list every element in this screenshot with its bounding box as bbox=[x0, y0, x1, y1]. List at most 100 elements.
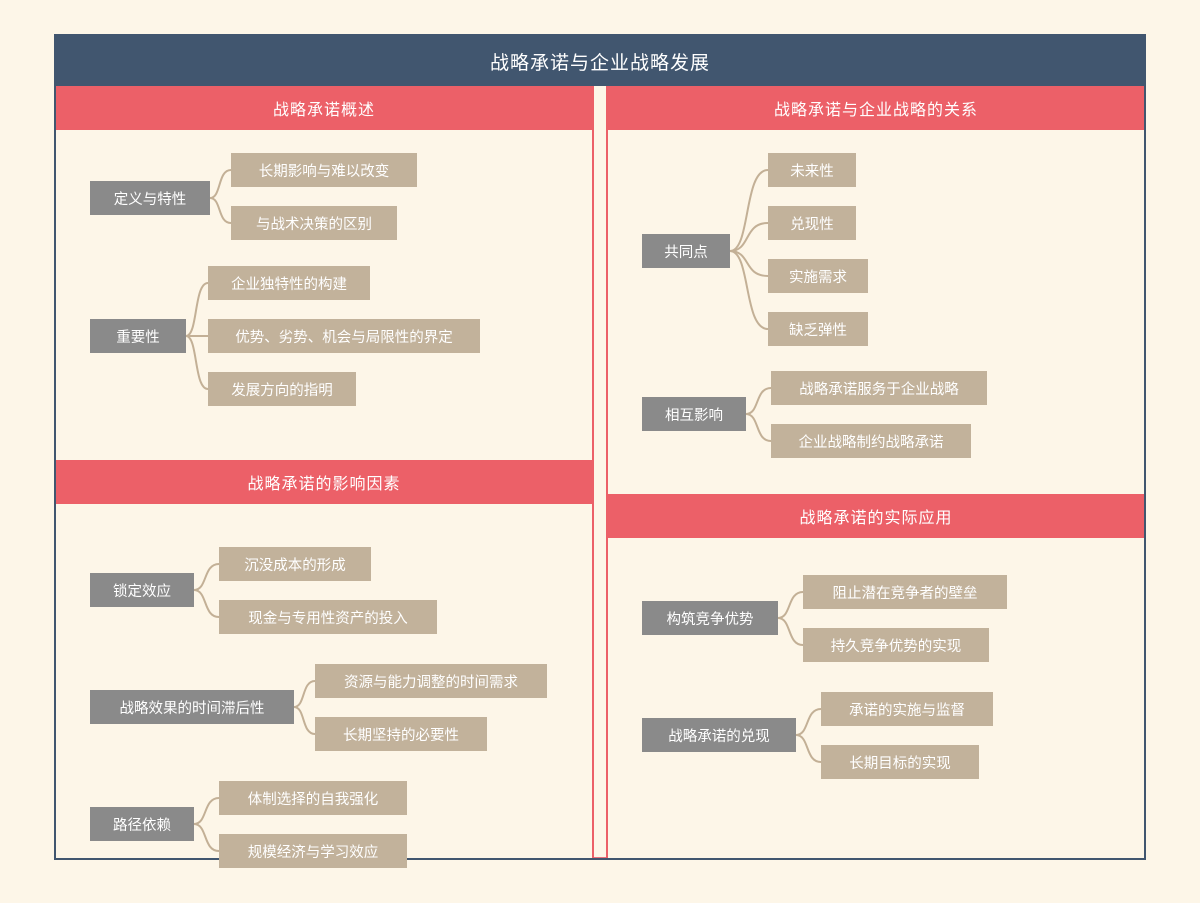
parent-node-label: 路径依赖 bbox=[113, 817, 171, 834]
leaf-node[interactable]: 战略承诺服务于企业战略 bbox=[771, 371, 987, 405]
connector-line bbox=[729, 250, 769, 277]
leaf-node[interactable]: 资源与能力调整的时间需求 bbox=[315, 664, 547, 698]
leaf-node-label: 企业战略制约战略承诺 bbox=[798, 434, 944, 451]
section-application: 战略承诺的实际应用构筑竞争优势 阻止潜在竞争者的壁垒持久竞争优势的实现战略承诺的兑… bbox=[608, 494, 1144, 858]
connector-line bbox=[745, 387, 772, 415]
section-header-application: 战略承诺的实际应用 bbox=[608, 494, 1144, 538]
connector-line bbox=[729, 222, 769, 252]
parent-node[interactable]: 路径依赖 bbox=[90, 807, 194, 841]
leaf-node-label: 规模经济与学习效应 bbox=[247, 844, 379, 861]
leaf-node[interactable]: 体制选择的自我强化 bbox=[219, 781, 407, 815]
parent-node[interactable]: 战略承诺的兑现 bbox=[642, 718, 796, 752]
leaf-node[interactable]: 兑现性 bbox=[768, 206, 856, 240]
leaf-node[interactable]: 长期目标的实现 bbox=[821, 745, 979, 779]
leaf-node-label: 缺乏弹性 bbox=[789, 322, 847, 339]
leaf-node[interactable]: 规模经济与学习效应 bbox=[219, 834, 407, 868]
section-header-factors: 战略承诺的影响因素 bbox=[56, 460, 592, 504]
leaf-node-label: 企业独特性的构建 bbox=[231, 276, 347, 293]
connector-line bbox=[777, 591, 804, 619]
leaf-node-label: 资源与能力调整的时间需求 bbox=[344, 674, 518, 691]
leaf-node-label: 沉没成本的形成 bbox=[244, 557, 346, 574]
leaf-node-label: 兑现性 bbox=[790, 216, 834, 233]
parent-node-label: 战略效果的时间滞后性 bbox=[119, 700, 265, 717]
section-header-label: 战略承诺概述 bbox=[272, 102, 375, 119]
leaf-node-label: 优势、劣势、机会与局限性的界定 bbox=[235, 329, 453, 346]
parent-node-label: 定义与特性 bbox=[113, 191, 187, 208]
leaf-node-label: 与战术决策的区别 bbox=[256, 216, 372, 233]
leaf-node[interactable]: 企业战略制约战略承诺 bbox=[771, 424, 971, 458]
parent-node-label: 战略承诺的兑现 bbox=[668, 728, 770, 745]
section-body-factors: 锁定效应 沉没成本的形成现金与专用性资产的投入战略效果的时间滞后性 资源与能力调整的… bbox=[56, 504, 592, 868]
section-header-label: 战略承诺的影响因素 bbox=[247, 476, 401, 493]
section-body-application: 构筑竞争优势 阻止潜在竞争者的壁垒持久竞争优势的实现战略承诺的兑现 承诺的实施与监督… bbox=[608, 538, 1144, 858]
connector-line bbox=[729, 250, 769, 330]
leaf-node-label: 战略承诺服务于企业战略 bbox=[799, 381, 959, 398]
parent-node-label: 相互影响 bbox=[665, 407, 723, 424]
leaf-node[interactable]: 沉没成本的形成 bbox=[219, 547, 371, 581]
column-left: 战略承诺概述定义与特性 长期影响与难以改变与战术决策的区别重要性 企业独特性的构建优… bbox=[56, 86, 594, 868]
leaf-node[interactable]: 现金与专用性资产的投入 bbox=[219, 600, 437, 634]
connector-line bbox=[745, 413, 772, 442]
parent-node[interactable]: 共同点 bbox=[642, 234, 730, 268]
connector-line bbox=[193, 797, 220, 825]
parent-node-label: 重要性 bbox=[116, 329, 160, 346]
leaf-node-label: 长期影响与难以改变 bbox=[258, 163, 390, 180]
leaf-node-label: 发展方向的指明 bbox=[231, 382, 333, 399]
leaf-node-label: 未来性 bbox=[790, 163, 834, 180]
connector-line bbox=[193, 823, 220, 852]
connector-line bbox=[193, 563, 220, 591]
section-relationship: 战略承诺与企业战略的关系共同点 未来性兑现性实施需求缺乏弹性相互影响 战略承诺服务于… bbox=[608, 86, 1144, 494]
leaf-node-label: 长期坚持的必要性 bbox=[343, 727, 459, 744]
parent-node[interactable]: 定义与特性 bbox=[90, 181, 210, 215]
section-header-overview: 战略承诺概述 bbox=[56, 86, 592, 130]
connector-line bbox=[193, 589, 220, 618]
leaf-node[interactable]: 企业独特性的构建 bbox=[208, 266, 370, 300]
leaf-node-label: 持久竞争优势的实现 bbox=[830, 638, 962, 655]
parent-node[interactable]: 构筑竞争优势 bbox=[642, 601, 778, 635]
leaf-node[interactable]: 缺乏弹性 bbox=[768, 312, 868, 346]
leaf-node[interactable]: 实施需求 bbox=[768, 259, 868, 293]
connector-line bbox=[209, 169, 232, 199]
leaf-node-label: 长期目标的实现 bbox=[849, 755, 951, 772]
section-factors: 战略承诺的影响因素锁定效应 沉没成本的形成现金与专用性资产的投入战略效果的时间滞后… bbox=[56, 460, 592, 868]
connector-line bbox=[185, 335, 209, 390]
leaf-node[interactable]: 承诺的实施与监督 bbox=[821, 692, 993, 726]
leaf-node[interactable]: 优势、劣势、机会与局限性的界定 bbox=[208, 319, 480, 353]
parent-node-label: 锁定效应 bbox=[113, 583, 171, 600]
section-body-overview: 定义与特性 长期影响与难以改变与战术决策的区别重要性 企业独特性的构建优势、劣势、机… bbox=[56, 130, 592, 460]
parent-node-label: 构筑竞争优势 bbox=[666, 611, 754, 628]
parent-node[interactable]: 相互影响 bbox=[642, 397, 746, 431]
leaf-node[interactable]: 长期坚持的必要性 bbox=[315, 717, 487, 751]
column-right: 战略承诺与企业战略的关系共同点 未来性兑现性实施需求缺乏弹性相互影响 战略承诺服务于… bbox=[606, 86, 1144, 858]
leaf-node[interactable]: 未来性 bbox=[768, 153, 856, 187]
leaf-node[interactable]: 发展方向的指明 bbox=[208, 372, 356, 406]
section-body-relationship: 共同点 未来性兑现性实施需求缺乏弹性相互影响 战略承诺服务于企业战略企业战略制约战略… bbox=[608, 130, 1144, 494]
connector-line bbox=[795, 708, 822, 736]
connector-line bbox=[293, 680, 316, 708]
leaf-node[interactable]: 阻止潜在竞争者的壁垒 bbox=[803, 575, 1007, 609]
connector-line bbox=[185, 282, 209, 337]
leaf-node[interactable]: 持久竞争优势的实现 bbox=[803, 628, 989, 662]
connector-line bbox=[795, 734, 822, 763]
connector-line bbox=[209, 197, 232, 224]
connector-line bbox=[777, 617, 804, 646]
section-header-relationship: 战略承诺与企业战略的关系 bbox=[608, 86, 1144, 130]
leaf-node-label: 实施需求 bbox=[789, 269, 847, 286]
leaf-node-label: 体制选择的自我强化 bbox=[247, 791, 379, 808]
leaf-node-label: 承诺的实施与监督 bbox=[849, 702, 965, 719]
connector-line bbox=[293, 706, 316, 735]
page-title: 战略承诺与企业战略发展 bbox=[56, 36, 1144, 86]
parent-node[interactable]: 重要性 bbox=[90, 319, 186, 353]
section-header-label: 战略承诺的实际应用 bbox=[799, 510, 953, 527]
leaf-node-label: 现金与专用性资产的投入 bbox=[248, 610, 408, 627]
page-title-text: 战略承诺与企业战略发展 bbox=[489, 52, 710, 74]
leaf-node-label: 阻止潜在竞争者的壁垒 bbox=[832, 585, 978, 602]
leaf-node[interactable]: 与战术决策的区别 bbox=[231, 206, 397, 240]
parent-node[interactable]: 锁定效应 bbox=[90, 573, 194, 607]
connector-line bbox=[729, 169, 769, 252]
parent-node[interactable]: 战略效果的时间滞后性 bbox=[90, 690, 294, 724]
section-header-label: 战略承诺与企业战略的关系 bbox=[773, 102, 978, 119]
section-overview: 战略承诺概述定义与特性 长期影响与难以改变与战术决策的区别重要性 企业独特性的构建优… bbox=[56, 86, 592, 460]
leaf-node[interactable]: 长期影响与难以改变 bbox=[231, 153, 417, 187]
